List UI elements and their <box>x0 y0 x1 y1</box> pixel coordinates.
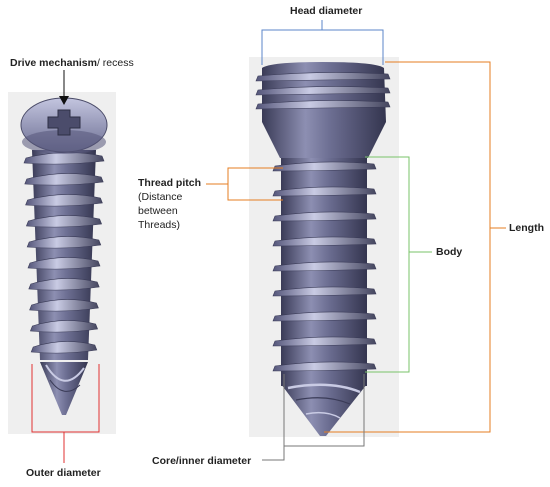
thread-pitch-desc-line1: (Distance <box>138 191 183 203</box>
thread-ridge <box>272 211 377 222</box>
outer-diameter-label: Outer diameter <box>26 467 101 479</box>
head-diameter-label: Head diameter <box>290 5 363 17</box>
thread-ridge <box>272 236 377 247</box>
drive-mechanism-label: Drive mechanism/ recess <box>10 57 134 70</box>
right-screw-image <box>255 62 391 436</box>
core-inner-diameter-label: Core/inner diameter <box>152 455 252 467</box>
thread-ridge <box>255 100 391 110</box>
thread-pitch-bracket <box>206 167 283 201</box>
thread-ridge <box>25 194 103 207</box>
thread-ridge <box>272 311 377 322</box>
thread-ridge <box>255 86 391 96</box>
thread-ridge <box>29 299 99 312</box>
thread-pitch-label: Thread pitch <box>138 177 202 189</box>
thread-ridge <box>25 215 103 228</box>
thread-ridge <box>27 257 101 270</box>
cross-recess-icon <box>47 109 81 136</box>
thread-ridge <box>272 336 377 347</box>
thread-ridge <box>26 236 102 249</box>
thread-ridge <box>24 173 104 186</box>
drive-mechanism-pointer <box>59 70 69 105</box>
outer-diameter-box <box>31 364 100 463</box>
body-label: Body <box>436 246 463 258</box>
length-label: Length <box>509 222 544 234</box>
thread-pitch-desc-line3: Threads) <box>138 219 181 231</box>
left-screw-image <box>20 97 108 415</box>
thread-ridge <box>255 72 391 82</box>
thread-ridge <box>272 286 377 297</box>
thread-ridge <box>28 278 100 291</box>
drive-mechanism-label-rest: / recess <box>96 57 134 69</box>
thread-pitch-desc-line2: between <box>138 205 178 217</box>
thread-ridge <box>272 186 377 197</box>
thread-ridge <box>30 341 98 354</box>
thread-ridge <box>272 161 377 172</box>
thread-ridge <box>29 320 99 333</box>
length-bracket <box>324 61 506 433</box>
thread-ridge <box>272 261 377 272</box>
drive-mechanism-label-bold: Drive mechanism <box>10 57 97 69</box>
core-diameter-box <box>262 374 365 461</box>
body-bracket <box>365 156 432 373</box>
thread-ridge <box>272 361 377 372</box>
head-diameter-bracket <box>261 20 384 65</box>
